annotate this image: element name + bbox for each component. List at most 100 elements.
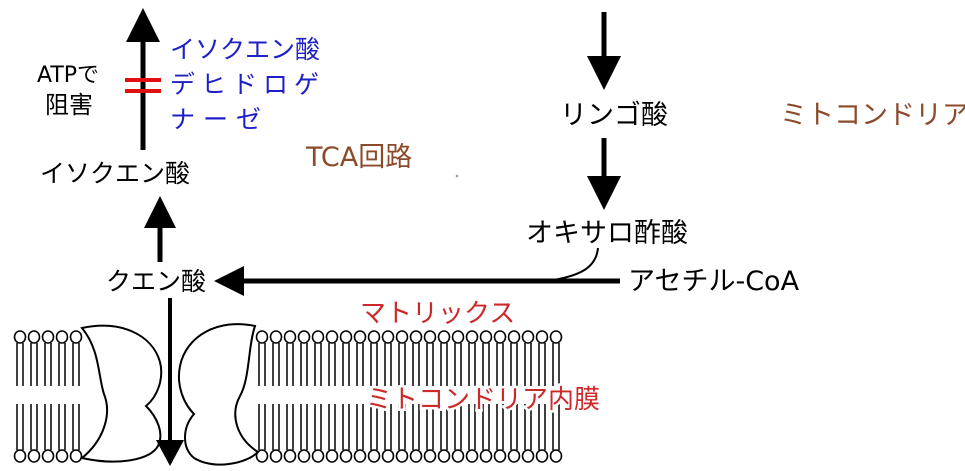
phospholipid-tail [300,404,308,450]
phospholipid-tail [272,404,280,450]
phospholipid-head [423,330,437,344]
phospholipid-tail [370,343,378,386]
phospholipid-head [297,449,311,463]
arrowhead-down-top [587,56,621,90]
phospholipid-head [283,330,297,344]
phospholipid-tail [468,404,476,450]
phospholipid-head [451,449,465,463]
phospholipid-tail [398,343,406,386]
phospholipid-head [507,449,521,463]
phospholipid-head [27,330,41,344]
phospholipid-head [409,330,423,344]
phospholipid-tail [328,404,336,450]
membrane-transporter-right [178,323,260,466]
phospholipid-tail [440,404,448,450]
phospholipid-head [437,330,451,344]
phospholipid-head [465,449,479,463]
phospholipid-head [353,449,367,463]
oxaloacetate-label: オキサロ酢酸 [526,218,688,249]
phospholipid-tail [482,343,490,386]
phospholipid-tail [426,404,434,450]
phospholipid-tail [30,343,38,386]
phospholipid-tail [440,343,448,386]
phospholipid-head [493,330,507,344]
phospholipid-tail [454,404,462,450]
phospholipid-tail [524,343,532,386]
phospholipid-head [437,449,451,463]
enzyme-label-line3: ナーゼ [170,105,269,134]
phospholipid-head [339,330,353,344]
phospholipid-tail [468,343,476,386]
phospholipid-head [69,449,83,463]
phospholipid-head [325,330,339,344]
phospholipid-tail [384,343,392,386]
phospholipid-tail [16,343,24,386]
phospholipid-tail [426,343,434,386]
phospholipid-tail [44,343,52,386]
arrowhead-down-membrane [156,440,184,466]
phospholipid-head [55,449,69,463]
atp-inhibition-label-line1: ATPで [37,63,99,88]
citrate-label: クエン酸 [106,267,206,296]
phospholipid-head [381,330,395,344]
arrowhead-down-malate [587,176,621,210]
phospholipid-head [409,449,423,463]
phospholipid-head [381,449,395,463]
phospholipid-head [465,330,479,344]
phospholipid-tail [328,343,336,386]
phospholipid-tail [552,404,560,450]
phospholipid-head [41,449,55,463]
phospholipid-head [311,449,325,463]
phospholipid-tail [524,404,532,450]
tca-cycle-label: TCA回路 [305,142,412,173]
phospholipid-tail [72,404,80,450]
phospholipid-tail [72,343,80,386]
phospholipid-tail [286,404,294,450]
phospholipid-head [325,449,339,463]
phospholipid-tail [44,404,52,450]
enzyme-label-line2: デヒドロゲ [170,70,325,99]
phospholipid-tail [314,404,322,450]
phospholipid-head [367,449,381,463]
phospholipid-head [55,330,69,344]
phospholipid-head [479,449,493,463]
phospholipid-head [451,330,465,344]
phospholipid-head [549,449,563,463]
phospholipid-tail [496,343,504,386]
phospholipid-tail [342,343,350,386]
phospholipid-tail [314,343,322,386]
phospholipid-head [395,330,409,344]
arrowhead-left-citrate [214,266,244,296]
phospholipid-head [339,449,353,463]
phospholipid-tail [342,404,350,450]
phospholipid-head [535,449,549,463]
phospholipid-tail [552,343,560,386]
phospholipid-head [423,449,437,463]
phospholipid-head [69,330,83,344]
phospholipid-tail [58,343,66,386]
phospholipid-tail [496,404,504,450]
phospholipid-tail [58,404,66,450]
phospholipid-head [311,330,325,344]
phospholipid-tail [412,404,420,450]
phospholipid-head [255,449,269,463]
phospholipid-head [13,449,27,463]
inner-membrane-label: ミトコンドリア内膜 [366,385,600,415]
matrix-label: マトリックス [360,299,515,329]
phospholipid-head [353,330,367,344]
speck [455,174,459,178]
phospholipid-head [535,330,549,344]
phospholipid-head [507,330,521,344]
phospholipid-head [479,330,493,344]
arrowhead-up-citrate [144,196,176,228]
phospholipid-tail [454,343,462,386]
phospholipid-head [493,449,507,463]
phospholipid-tail [356,343,364,386]
phospholipid-tail [258,404,266,450]
malate-label: リンゴ酸 [560,100,668,131]
phospholipid-tail [482,404,490,450]
mitochondria-label: ミトコンドリア [780,100,965,131]
phospholipid-head [395,449,409,463]
